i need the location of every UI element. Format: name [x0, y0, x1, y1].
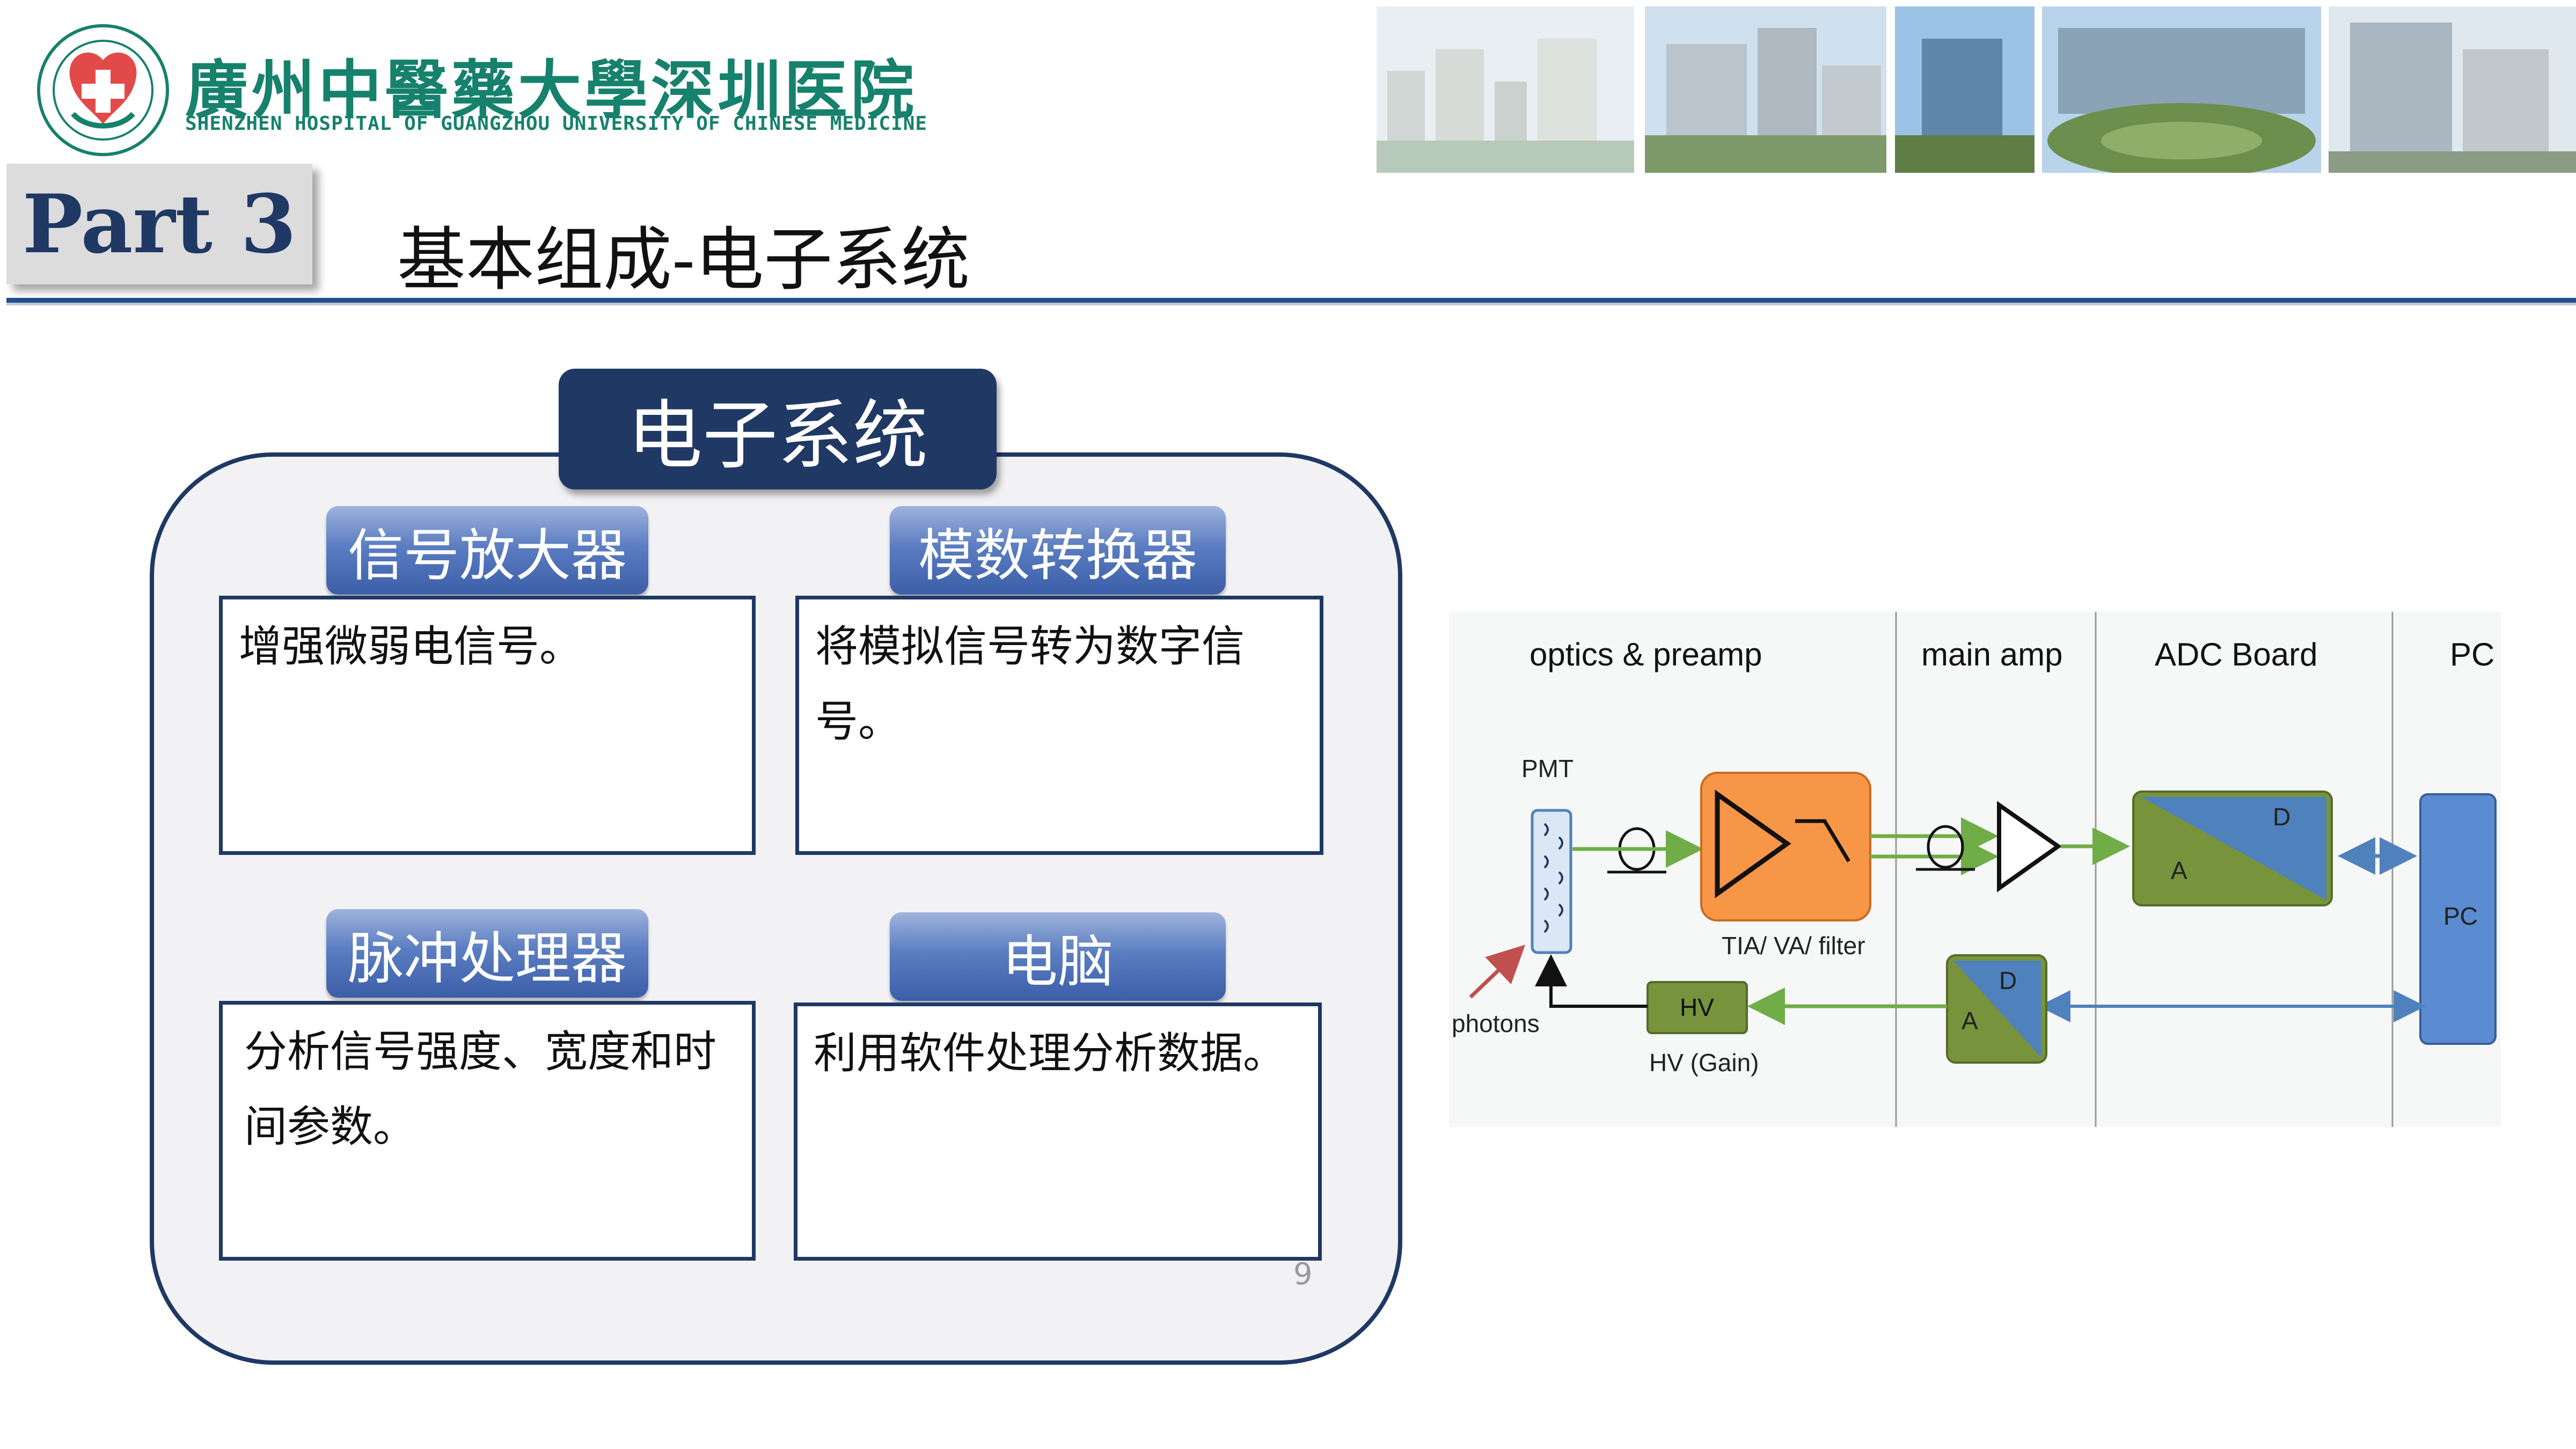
- part-label: Part 3: [22, 177, 297, 272]
- photons-label: photons: [1452, 1009, 1540, 1037]
- computer-label: 电脑: [890, 912, 1226, 1001]
- page-number: 9: [1293, 1257, 1313, 1292]
- hospital-photo-1: [1377, 6, 1634, 173]
- dac-block: [1946, 954, 2047, 1064]
- hospital-photo-3: [1895, 6, 2035, 173]
- main-amplifier-icon: [1997, 801, 2062, 892]
- hospital-name-en: SHENZHEN HOSPITAL OF GUANGZHOU UNIVERSIT…: [185, 113, 928, 135]
- hv-to-pmt-line: [1535, 954, 1648, 1008]
- hospital-photo-2: [1645, 6, 1886, 173]
- column-pc: PC: [2450, 636, 2495, 672]
- adc-description: 将模拟信号转为数字信号。: [795, 596, 1323, 855]
- amplifier-label: 信号放大器: [326, 506, 648, 595]
- pmt-label: PMT: [1521, 755, 1574, 782]
- hv-block-label: HV: [1680, 993, 1714, 1021]
- amplifier-description: 增强微弱电信号。: [219, 596, 756, 855]
- column-adc-board: ADC Board: [2155, 636, 2318, 672]
- panel-title: 电子系统: [559, 369, 997, 489]
- hospital-photo-5: [2329, 6, 2576, 173]
- column-main-amp: main amp: [1921, 636, 2063, 672]
- pulse-processor-description: 分析信号强度、宽度和时间参数。: [219, 1001, 756, 1261]
- hv-gain-label: HV (Gain): [1649, 1049, 1759, 1077]
- header-photo-strip: [1377, 6, 2576, 173]
- mainamp-coupling-icon: [1916, 825, 1975, 871]
- title-divider: [6, 298, 2576, 303]
- hospital-photo-4: [2042, 6, 2321, 173]
- signal-chain-diagram: optics & preamp main amp ADC Board PC PM…: [1449, 612, 2501, 1127]
- adc-a-label: A: [2171, 857, 2187, 884]
- hospital-name-cn: 廣州中醫藥大學深圳医院: [185, 53, 918, 127]
- dac-a-label: A: [1962, 1007, 1978, 1035]
- title-divider-shadow: [6, 303, 2576, 305]
- preamp-block: [1700, 772, 1871, 921]
- adc-block: [2132, 791, 2333, 906]
- slide-title: 基本组成-电子系统: [397, 220, 970, 300]
- adc-label: 模数转换器: [890, 506, 1226, 595]
- column-optics-preamp: optics & preamp: [1529, 636, 1762, 672]
- pmt-tube-icon: [1531, 809, 1572, 954]
- pulse-processor-label: 脉冲处理器: [326, 909, 648, 998]
- dac-d-label: D: [1999, 967, 2017, 994]
- part-tab: Part 3: [6, 164, 312, 284]
- diagram-graphics: [1449, 612, 2501, 1127]
- photon-arrow-icon: [1469, 945, 1526, 999]
- pc-block: [2419, 793, 2497, 1045]
- computer-description: 利用软件处理分析数据。: [794, 1002, 1322, 1261]
- pc-block-label: PC: [2443, 902, 2478, 930]
- hospital-logo-icon: [37, 24, 169, 156]
- tia-label: TIA/ VA/ filter: [1722, 932, 1865, 960]
- adc-d-label: D: [2273, 803, 2291, 831]
